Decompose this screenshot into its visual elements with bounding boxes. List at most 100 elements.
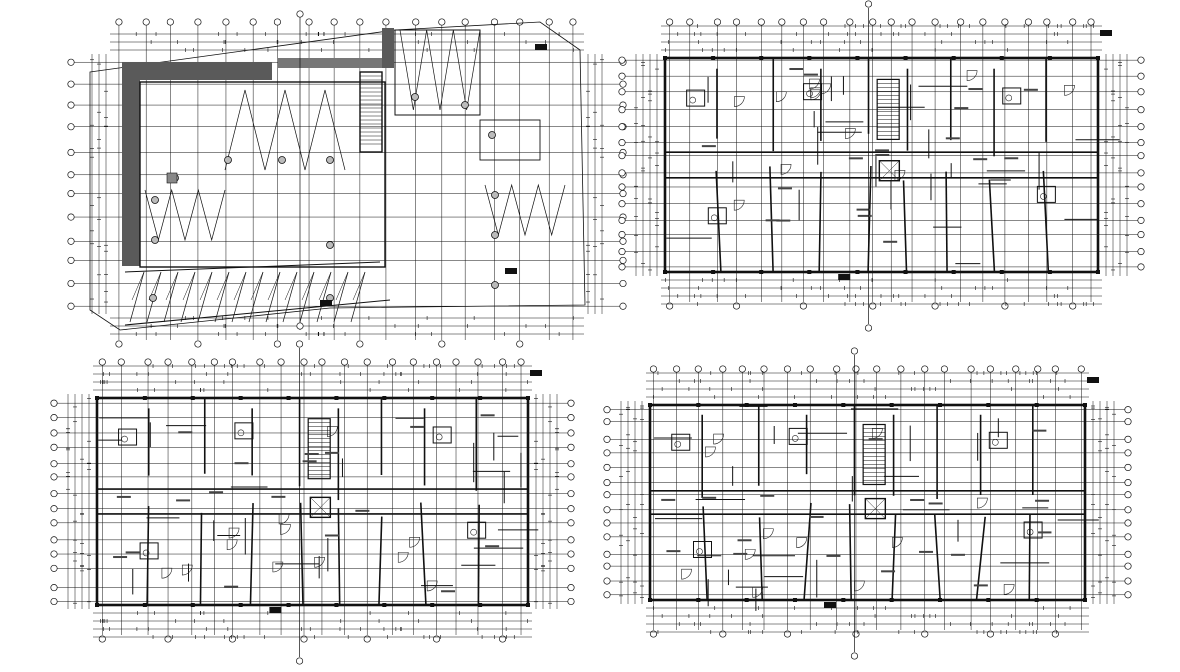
door-swing: [228, 527, 240, 539]
grid-bubble-icon: [1124, 550, 1132, 558]
room-label-mark: [116, 495, 131, 498]
grid-bubble-icon: [1043, 18, 1051, 26]
grid-bubble-icon: [618, 139, 626, 147]
structural-column: [793, 598, 797, 602]
grid-bubble-icon: [194, 18, 202, 26]
structural-column: [999, 56, 1004, 60]
grid-bubble-icon: [1124, 506, 1132, 514]
grid-bubble-icon: [296, 340, 304, 348]
grid-bubble-icon: [603, 577, 611, 585]
grid-bubble-icon: [940, 365, 948, 373]
grid-bubble-icon: [619, 190, 627, 198]
grid-bubble-icon: [921, 630, 929, 638]
grid-bubble-icon: [618, 263, 626, 271]
room-label-mark: [485, 545, 500, 548]
grid-bubble-icon: [979, 18, 987, 26]
stair-core: [876, 78, 900, 141]
grid-bubble-icon: [850, 347, 859, 355]
grid-bubble-icon: [618, 200, 626, 208]
grid-bubble-icon: [986, 630, 994, 638]
partition-wall: [803, 502, 812, 601]
room-label-mark: [737, 539, 752, 542]
door-swing: [752, 587, 764, 598]
section-tag-icon: [535, 44, 547, 50]
structural-column: [95, 603, 99, 607]
grid-bubble-icon: [474, 358, 482, 366]
door-swing: [796, 537, 808, 548]
retaining-wall-hatch: [122, 28, 394, 266]
parking-stall-line: [250, 271, 264, 301]
structural-column: [478, 396, 483, 400]
grid-bubble-icon: [499, 358, 507, 366]
grid-bubble-icon: [67, 237, 75, 245]
ramp-area: [394, 29, 481, 116]
grid-bubble-icon: [618, 106, 626, 114]
partition-wall: [1042, 170, 1050, 273]
grid-bubble-icon: [603, 506, 611, 514]
parking-stall-line: [335, 271, 349, 301]
parking-stall-line: [318, 271, 332, 301]
partition-wall: [378, 516, 383, 606]
toilet-icon: [435, 433, 443, 441]
door-swing: [872, 428, 883, 439]
grid-bubble-icon: [820, 18, 828, 26]
structural-column: [286, 396, 291, 400]
grid-bubble-icon: [1034, 365, 1042, 373]
parking-stall-line: [214, 271, 230, 323]
structural-column: [841, 403, 846, 407]
grid-bubble-icon: [1051, 365, 1059, 373]
section-tag-icon: [530, 370, 542, 376]
shaft-area: [479, 119, 541, 161]
structural-column: [1096, 56, 1100, 60]
grid-bubble-icon: [98, 635, 106, 643]
room-label-mark: [856, 208, 871, 211]
grid-bubble-icon: [757, 18, 765, 26]
grid-bubble-icon: [567, 519, 575, 527]
structural-column: [807, 56, 812, 60]
room-label-mark: [176, 499, 191, 502]
door-swing: [977, 497, 988, 509]
grid-bubble-icon: [603, 479, 611, 487]
grid-bubble-icon: [228, 635, 236, 643]
grid-bubble-icon: [619, 256, 627, 264]
door-swing: [681, 568, 692, 580]
grid-bubble-icon: [618, 152, 626, 160]
grid-bubble-icon: [1001, 18, 1009, 26]
grid-bubble-icon: [50, 414, 58, 422]
parking-stall-line: [316, 271, 332, 323]
room-label-mark: [881, 570, 896, 573]
driveway-edge: [124, 261, 381, 273]
door-swing: [705, 446, 716, 458]
parking-stall-marks: [399, 29, 481, 111]
structural-column: [951, 56, 956, 60]
door-swing: [280, 524, 291, 535]
grid-bubble-icon: [567, 584, 575, 592]
door-swing: [845, 128, 856, 139]
grid-bubble-icon: [618, 88, 626, 96]
room-label-mark: [776, 219, 791, 222]
grid-bubble-icon: [603, 591, 611, 599]
grid-bubble-icon: [569, 18, 577, 26]
structural-column: [382, 603, 387, 607]
grid-bubble-icon: [603, 435, 611, 443]
grid-bubble-icon: [619, 302, 627, 310]
room-label-mark: [304, 453, 319, 456]
grid-bubble-icon: [438, 340, 446, 348]
structural-column: [1047, 56, 1052, 60]
grid-bubble-icon: [67, 256, 75, 264]
elevator-cross: [310, 497, 331, 518]
structural-column: [841, 598, 846, 602]
structural-column: [1083, 403, 1087, 407]
grid-bubble-icon: [517, 358, 525, 366]
room-label-mark: [224, 585, 239, 588]
room-label-mark: [441, 590, 456, 593]
parking-stall-line: [216, 271, 230, 301]
grid-bubble-icon: [67, 148, 75, 157]
room-label-mark: [355, 509, 370, 512]
door-swing: [1064, 85, 1075, 96]
grid-bubble-icon: [738, 365, 746, 373]
parking-stall-line: [284, 271, 298, 301]
grid-bubble-icon: [1137, 72, 1145, 80]
grid-bubble-icon: [873, 365, 881, 373]
grid-bubble-icon: [931, 18, 939, 26]
